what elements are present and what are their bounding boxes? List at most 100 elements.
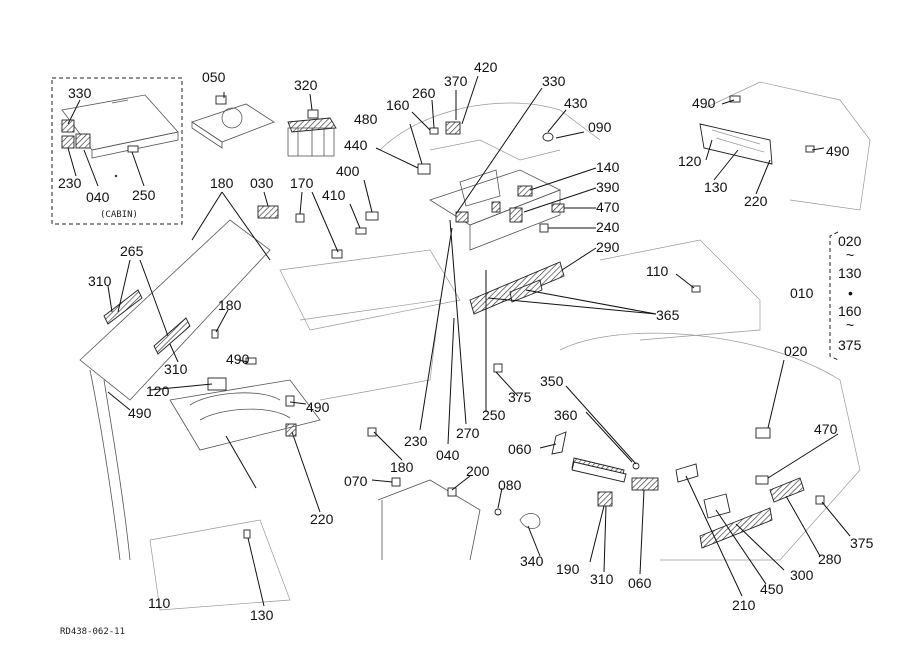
decal-490-mid	[285, 395, 295, 407]
decal-030	[257, 205, 279, 219]
callout-label: 180	[218, 297, 242, 313]
callout-label: 490	[226, 351, 250, 367]
decal-400	[365, 211, 379, 221]
callout-label: 010	[790, 285, 814, 301]
callout-label: 110	[148, 595, 171, 611]
callout-label: 470	[814, 421, 838, 437]
decal-280	[769, 477, 805, 503]
decal-390	[509, 207, 523, 223]
decal-220-left	[285, 423, 297, 437]
callout-label: 180	[210, 175, 234, 191]
decal-170b	[295, 213, 305, 223]
decal-375-center	[493, 363, 503, 373]
callout-label: 265	[120, 243, 144, 259]
callout-label: 020	[784, 343, 808, 359]
engine-hood	[257, 102, 601, 373]
decal-020	[755, 427, 771, 439]
decal-060-top	[551, 431, 567, 455]
decal-330-hood	[491, 201, 501, 213]
decal-060-low	[631, 477, 659, 491]
decal-310-low	[597, 491, 613, 507]
platform	[149, 249, 461, 611]
decal-110-right	[691, 285, 701, 293]
decal-090	[542, 132, 554, 142]
decal-375-right	[815, 495, 825, 505]
callout-label: 470	[596, 199, 620, 215]
decal-080	[494, 508, 502, 516]
range-note: 020 ~ 130 • 160 ~ 375	[829, 231, 862, 361]
decal-310-arm-2	[153, 317, 191, 355]
decal-490-left	[245, 357, 257, 365]
callout-label: 365	[656, 307, 680, 323]
decal-440	[417, 163, 431, 175]
callout-label: 270	[456, 425, 480, 441]
range-tilde-2: ~	[846, 317, 854, 333]
callout-label: 060	[508, 441, 532, 457]
part-340	[519, 513, 541, 529]
right-panels	[559, 81, 871, 561]
callout-label: 140	[596, 159, 620, 175]
callout-label: 300	[790, 567, 814, 583]
callout-label: 260	[412, 85, 436, 101]
decal-210	[675, 463, 699, 483]
range-start: 020	[838, 233, 862, 249]
cabin-inset-border	[51, 77, 183, 225]
lower-center	[377, 431, 659, 561]
callout-label: 040	[436, 447, 460, 463]
loader-arm	[79, 219, 297, 561]
footer-code: RD438-062-11	[60, 627, 125, 637]
decal-300	[699, 507, 773, 549]
range-mid-2: 160	[838, 303, 862, 319]
callout-label: 080	[498, 477, 522, 493]
callout-label: 180	[390, 459, 414, 475]
callout-label: 400	[336, 163, 360, 179]
callout-label: 030	[250, 175, 274, 191]
decal-250-cabin	[127, 145, 139, 153]
callout-label: 290	[596, 239, 620, 255]
range-bracket	[829, 231, 839, 361]
decal-140	[517, 185, 533, 197]
callout-label: 340	[520, 553, 544, 569]
callout-label: 160	[386, 97, 410, 113]
decal-450	[703, 493, 731, 519]
callout-label: 120	[678, 153, 702, 169]
callout-label: 480	[354, 111, 378, 127]
callout-label: 130	[704, 179, 728, 195]
callout-label: 220	[744, 193, 768, 209]
callout-label: 230	[58, 175, 82, 191]
callout-label: 370	[444, 73, 468, 89]
callout-label: 420	[474, 59, 498, 75]
decal-470-low	[755, 475, 769, 485]
callout-label: 490	[826, 143, 850, 159]
decal-420	[445, 121, 461, 135]
callout-label: 250	[132, 187, 156, 203]
callout-label: 310	[88, 273, 112, 289]
callout-label: 430	[564, 95, 588, 111]
decal-310-arm	[103, 289, 143, 325]
callout-label: 280	[818, 551, 842, 567]
callout-label: 375	[850, 535, 874, 551]
callout-label: 310	[590, 571, 614, 587]
callout-label: 040	[86, 189, 110, 205]
callout-label: 410	[322, 187, 346, 203]
decal-470-hood	[551, 203, 565, 213]
decal-490-top	[729, 95, 741, 103]
decal-070-area	[367, 427, 377, 437]
range-dot: •	[848, 285, 853, 301]
callout-label: 200	[466, 463, 490, 479]
callout-label: 210	[732, 597, 756, 613]
decal-070	[391, 477, 401, 487]
decal-240	[539, 223, 549, 233]
callout-label: 220	[310, 511, 334, 527]
decal-360	[632, 462, 640, 470]
decal-365	[509, 279, 543, 303]
callout-label: 170	[290, 175, 314, 191]
decal-040-cabin	[75, 133, 91, 149]
callout-label: 110	[646, 263, 669, 279]
range-mid-1: 130	[838, 265, 862, 281]
callout-label: 320	[294, 77, 318, 93]
callout-label: 310	[164, 361, 188, 377]
cabin-note: (CABIN)	[100, 210, 138, 220]
callout-label: 390	[596, 179, 620, 195]
